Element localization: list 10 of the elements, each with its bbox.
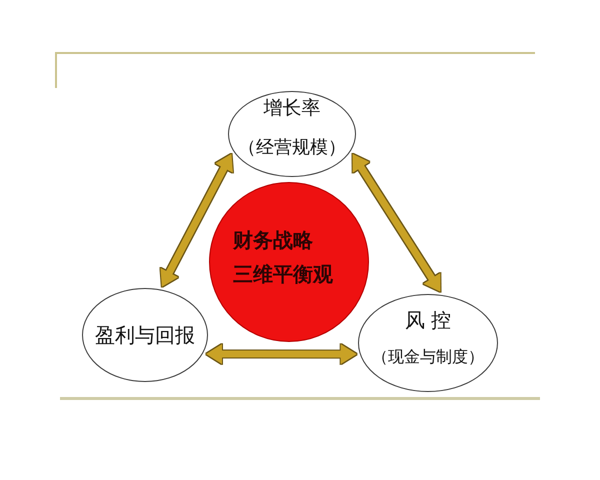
- node-title: 风 控: [404, 308, 452, 332]
- node-label: 盈利与回报: [95, 323, 195, 347]
- double-arrow: [158, 152, 235, 288]
- double-arrow: [206, 344, 357, 364]
- node-subtitle: （经营规模）: [238, 136, 346, 158]
- node-title: 增长率: [264, 96, 320, 120]
- double-arrow: [350, 152, 444, 294]
- node-subtitle: 三维平衡观: [233, 262, 333, 286]
- node-subtitle: （现金与制度）: [372, 346, 484, 366]
- node-title: 财务战略: [233, 228, 313, 252]
